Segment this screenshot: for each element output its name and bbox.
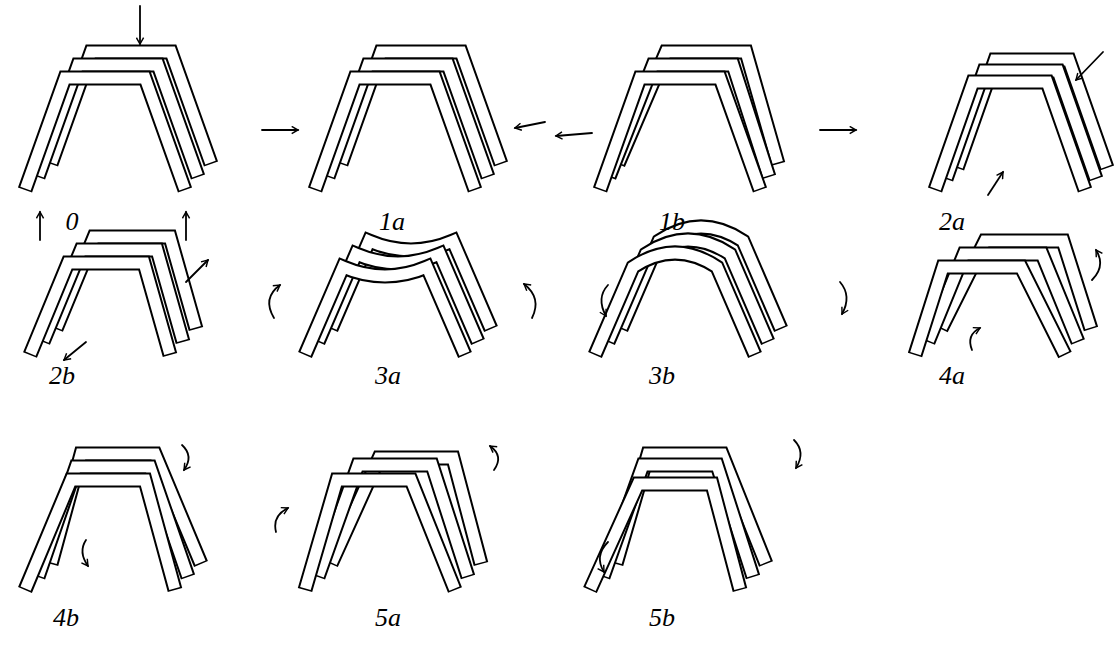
frame-fill (26, 78, 185, 189)
portal-frame (935, 82, 1085, 190)
load-arrow (556, 133, 592, 136)
case-label: 3a (375, 363, 401, 389)
frame-outline (30, 263, 170, 355)
load-arrow (275, 508, 288, 532)
load-arrow (82, 540, 88, 566)
frame-outline (25, 480, 175, 590)
frame-outline (915, 267, 1065, 355)
load-arrow (988, 172, 1003, 195)
case-label: 1b (659, 209, 685, 235)
frame-outline (600, 78, 760, 190)
load-arrow (1092, 250, 1100, 280)
load-arrow (794, 440, 801, 468)
load-arrow (64, 342, 86, 360)
frame-outline (305, 267, 465, 355)
load-arrow (262, 129, 298, 131)
case-label: 5a (375, 605, 401, 631)
portal-frame (595, 253, 755, 355)
load-arrow (186, 260, 208, 282)
load-arrow (1076, 52, 1103, 80)
case-label: 2a (939, 209, 965, 235)
load-arrow (490, 446, 498, 470)
frame-outline (595, 253, 755, 355)
frame-fill (31, 263, 170, 354)
frame-group (25, 52, 1107, 590)
case-label: 4b (53, 605, 79, 631)
frame-fill (591, 484, 740, 589)
frame-outline (305, 480, 455, 590)
load-arrow (139, 6, 141, 44)
frame-fill (306, 267, 465, 354)
portal-frame (30, 263, 170, 355)
case-label: 4a (939, 363, 965, 389)
arrow-group (40, 6, 1103, 572)
load-arrow (524, 284, 536, 318)
portal-frame (590, 484, 740, 590)
load-arrow (970, 328, 980, 350)
case-label: 0 (66, 209, 79, 235)
frame-fill (935, 82, 1084, 189)
load-arrow (39, 212, 41, 240)
portal-frame (25, 78, 185, 190)
load-arrow (269, 285, 280, 318)
load-arrow (840, 282, 847, 314)
frame-fill (26, 480, 175, 589)
frame-outline (935, 82, 1085, 190)
portal-frame (305, 480, 455, 590)
load-arrow (185, 212, 187, 240)
load-arrow (182, 445, 189, 470)
load-arrow (600, 542, 608, 572)
portal-frame (25, 480, 175, 590)
case-label: 2b (49, 363, 75, 389)
case-label: 3b (649, 363, 675, 389)
frame-outline (590, 484, 740, 590)
frame-fill (915, 267, 1064, 354)
load-arrow (601, 285, 608, 316)
load-arrow (515, 122, 545, 128)
portal-frame (600, 78, 760, 190)
portal-frame (315, 78, 475, 190)
frame-fill (596, 253, 755, 354)
frame-fill (316, 78, 475, 189)
portal-frame (915, 267, 1065, 355)
load-arrow (820, 129, 856, 131)
frame-outline (25, 78, 185, 190)
portal-frame (305, 267, 465, 355)
frame-fill (305, 480, 454, 589)
case-label: 1a (379, 209, 405, 235)
frame-fill (601, 78, 760, 189)
case-label: 5b (649, 605, 675, 631)
frame-outline (315, 78, 475, 190)
